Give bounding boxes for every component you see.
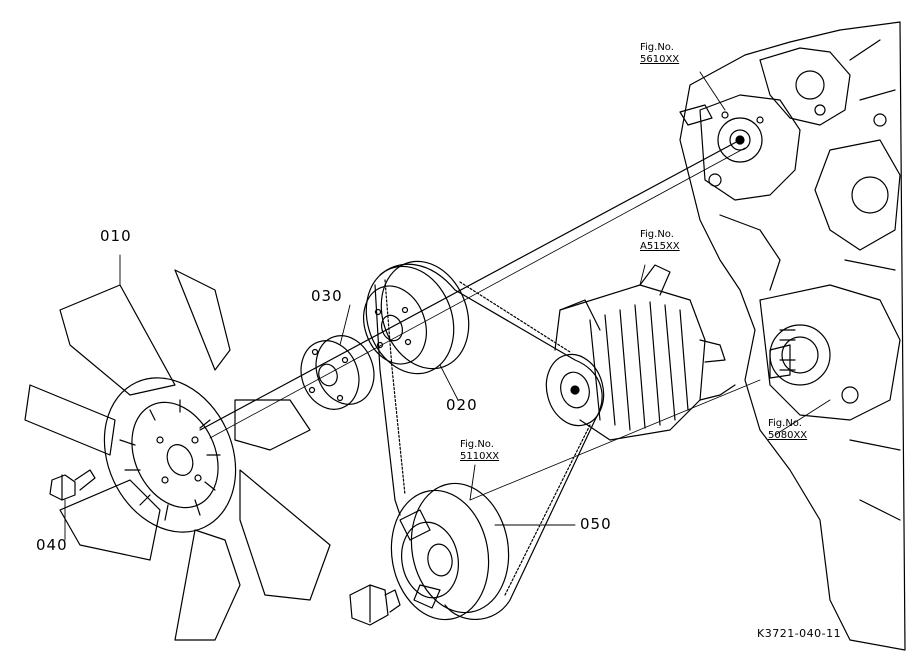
part-label-050: 050 — [580, 515, 612, 533]
leader-lines — [64, 71, 831, 541]
alternator — [545, 264, 736, 441]
part-label-040: 040 — [36, 536, 68, 554]
crank-pulley — [390, 482, 510, 621]
crank-bolt — [349, 584, 401, 626]
fig-reference-number: 5080XX — [768, 430, 808, 441]
fig-reference-number: A515XX — [640, 241, 680, 252]
axis-line — [199, 139, 741, 431]
fan-pulley — [363, 260, 470, 375]
spacer — [300, 335, 375, 410]
fig-reference-label: Fig.No. — [460, 439, 494, 450]
fig-reference-label: Fig.No. — [640, 42, 674, 53]
part-label-020: 020 — [446, 396, 478, 414]
diagram-code: K3721-040-11 — [757, 627, 842, 640]
part-label-030: 030 — [311, 287, 343, 305]
engine-block — [679, 21, 906, 651]
fig-reference-label: Fig.No. — [768, 418, 802, 429]
fan — [24, 269, 331, 641]
fig-reference-label: Fig.No. — [640, 229, 674, 240]
fig-reference-number: 5610XX — [640, 54, 680, 65]
fan-bolt — [49, 469, 96, 501]
v-belt — [374, 263, 603, 620]
fig-reference-5080xx[interactable]: Fig.No. 5080XX — [768, 418, 807, 442]
fig-reference-5110xx[interactable]: Fig.No. 5110XX — [460, 439, 499, 463]
part-label-010: 010 — [100, 227, 132, 245]
fig-reference-5610xx[interactable]: Fig.No. 5610XX — [640, 42, 679, 66]
fig-reference-a515xx[interactable]: Fig.No. A515XX — [640, 229, 680, 253]
fig-reference-number: 5110XX — [460, 451, 500, 462]
